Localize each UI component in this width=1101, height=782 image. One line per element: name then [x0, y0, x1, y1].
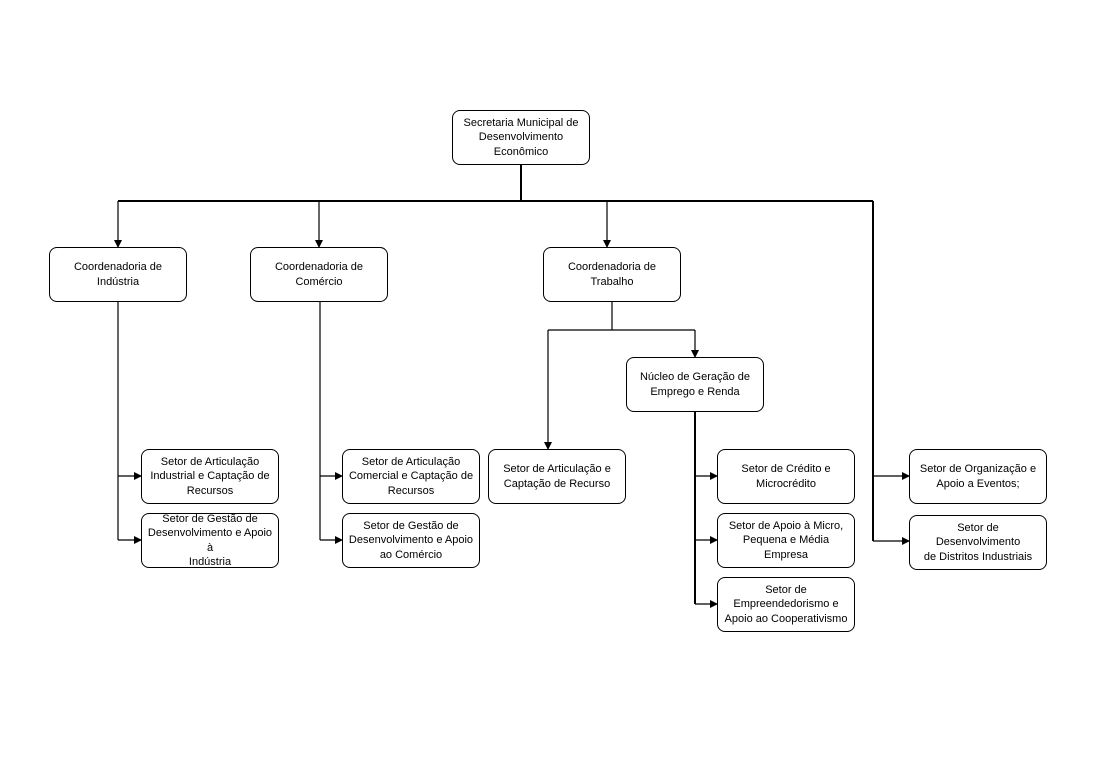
node-nucleo-geracao: Núcleo de Geração de Emprego e Renda: [626, 357, 764, 412]
node-setor-gestao-industria: Setor de Gestão de Desenvolvimento e Apo…: [141, 513, 279, 568]
node-setor-empreendedorismo: Setor de Empreendedorismo e Apoio ao Coo…: [717, 577, 855, 632]
node-secretaria: Secretaria Municipal de Desenvolvimento …: [452, 110, 590, 165]
node-setor-gestao-comercio: Setor de Gestão de Desenvolvimento e Apo…: [342, 513, 480, 568]
node-setor-apoio-micro: Setor de Apoio à Micro, Pequena e Média …: [717, 513, 855, 568]
node-coord-industria: Coordenadoria de Indústria: [49, 247, 187, 302]
node-setor-distritos: Setor de Desenvolvimento de Distritos In…: [909, 515, 1047, 570]
node-setor-art-industrial: Setor de Articulação Industrial e Captaç…: [141, 449, 279, 504]
node-coord-comercio: Coordenadoria de Comércio: [250, 247, 388, 302]
node-coord-trabalho: Coordenadoria de Trabalho: [543, 247, 681, 302]
node-setor-art-comercial: Setor de Articulação Comercial e Captaçã…: [342, 449, 480, 504]
node-setor-eventos: Setor de Organização e Apoio a Eventos;: [909, 449, 1047, 504]
node-setor-art-captacao: Setor de Articulação e Captação de Recur…: [488, 449, 626, 504]
node-setor-credito: Setor de Crédito e Microcrédito: [717, 449, 855, 504]
